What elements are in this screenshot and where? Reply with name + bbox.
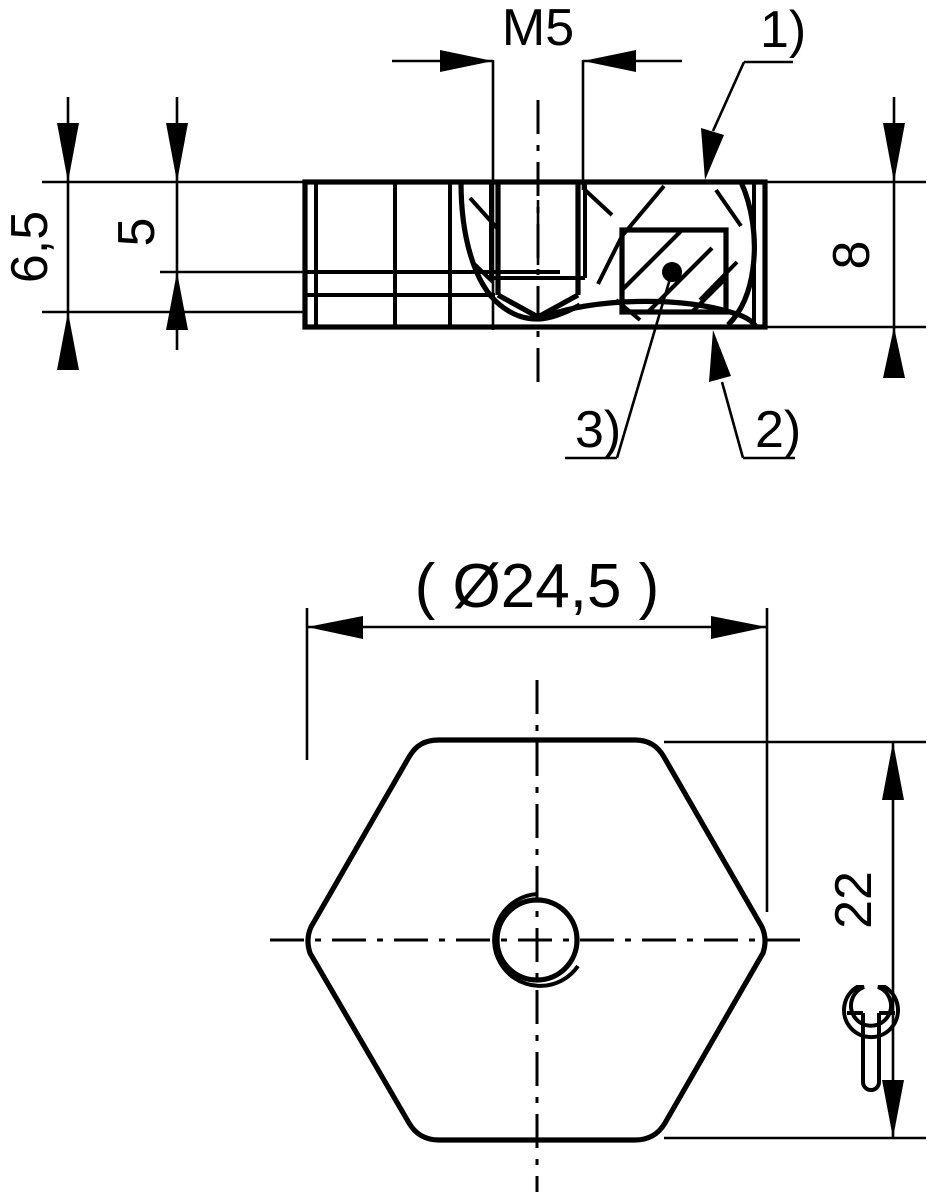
section-body-outline: [302, 179, 768, 330]
section-view: M5 6,5 5 8: [1, 0, 926, 460]
cavity-right-curve: [726, 180, 757, 327]
dimension-arrow-icon: [583, 50, 636, 72]
dimension-arrow-icon: [882, 742, 904, 800]
dim-6-5-label: 6,5: [1, 211, 59, 283]
callout-3-group: 3): [565, 271, 674, 460]
dimension-arrow-icon: [711, 616, 767, 639]
chamfer-line-2: [470, 260, 495, 284]
dimension-arrow-icon: [307, 616, 363, 639]
dimension-arrow-icon: [883, 327, 905, 378]
m5-dimension-label: M5: [502, 0, 574, 57]
thread-major-arc: [492, 892, 580, 988]
dimension-arrow-icon: [57, 312, 79, 370]
insert-outline: [619, 227, 729, 315]
chamfer-line-7: [698, 260, 739, 302]
callout-3-leader-diagonal: [615, 271, 674, 459]
callout-1-leader-diagonal: [711, 61, 746, 132]
callout-2-group: 2): [709, 330, 801, 460]
wrench-size-label: 22: [825, 871, 883, 929]
m5-threaded-bore: [489, 182, 587, 320]
chamfer-line-3: [583, 188, 614, 217]
dimension-5: 5: [108, 97, 305, 350]
callout-1-group: 1): [701, 1, 806, 180]
dimension-wrench-22: 22: [664, 740, 926, 1140]
dim-8-label: 8: [823, 241, 881, 270]
thread-minor-circle: [494, 897, 580, 983]
callout-1-label: 1): [760, 1, 806, 59]
dim-5-label: 5: [108, 218, 166, 247]
chamfer-line-4: [596, 235, 624, 285]
dimension-arrow-icon: [57, 123, 79, 182]
body-outer-rect: [302, 179, 768, 330]
dimension-8: 8: [765, 97, 926, 378]
dimension-arrow-icon: [166, 272, 188, 330]
plan-view: ( Ø24,5 ) 22: [270, 552, 926, 1192]
dimension-m5: M5: [392, 0, 682, 330]
dimension-arrow-icon: [166, 123, 188, 182]
callout-1-arrowhead: [701, 128, 724, 180]
wrench-icon: [842, 985, 900, 1093]
cavity-left-curve: [458, 181, 582, 322]
plan-thread-symbol: [492, 892, 580, 988]
chamfer-line-1: [468, 196, 499, 230]
callout-2-leader-diagonal: [720, 381, 745, 459]
dimension-arrow-icon: [440, 50, 493, 72]
insert-hatching: [622, 230, 726, 312]
dimension-arrow-icon: [882, 1080, 904, 1138]
dimension-arrow-icon: [883, 123, 905, 182]
callout-3-label: 3): [575, 401, 621, 459]
chamfer-line-6: [714, 188, 743, 228]
diameter-dimension-label: ( Ø24,5 ): [415, 552, 660, 621]
callout-2-arrowhead: [709, 330, 731, 382]
hexagon-outline: [305, 737, 768, 1143]
cavity-bottom-curve: [537, 298, 759, 329]
dimension-diameter-24-5: ( Ø24,5 ): [305, 552, 769, 912]
callout-2-label: 2): [755, 401, 801, 459]
